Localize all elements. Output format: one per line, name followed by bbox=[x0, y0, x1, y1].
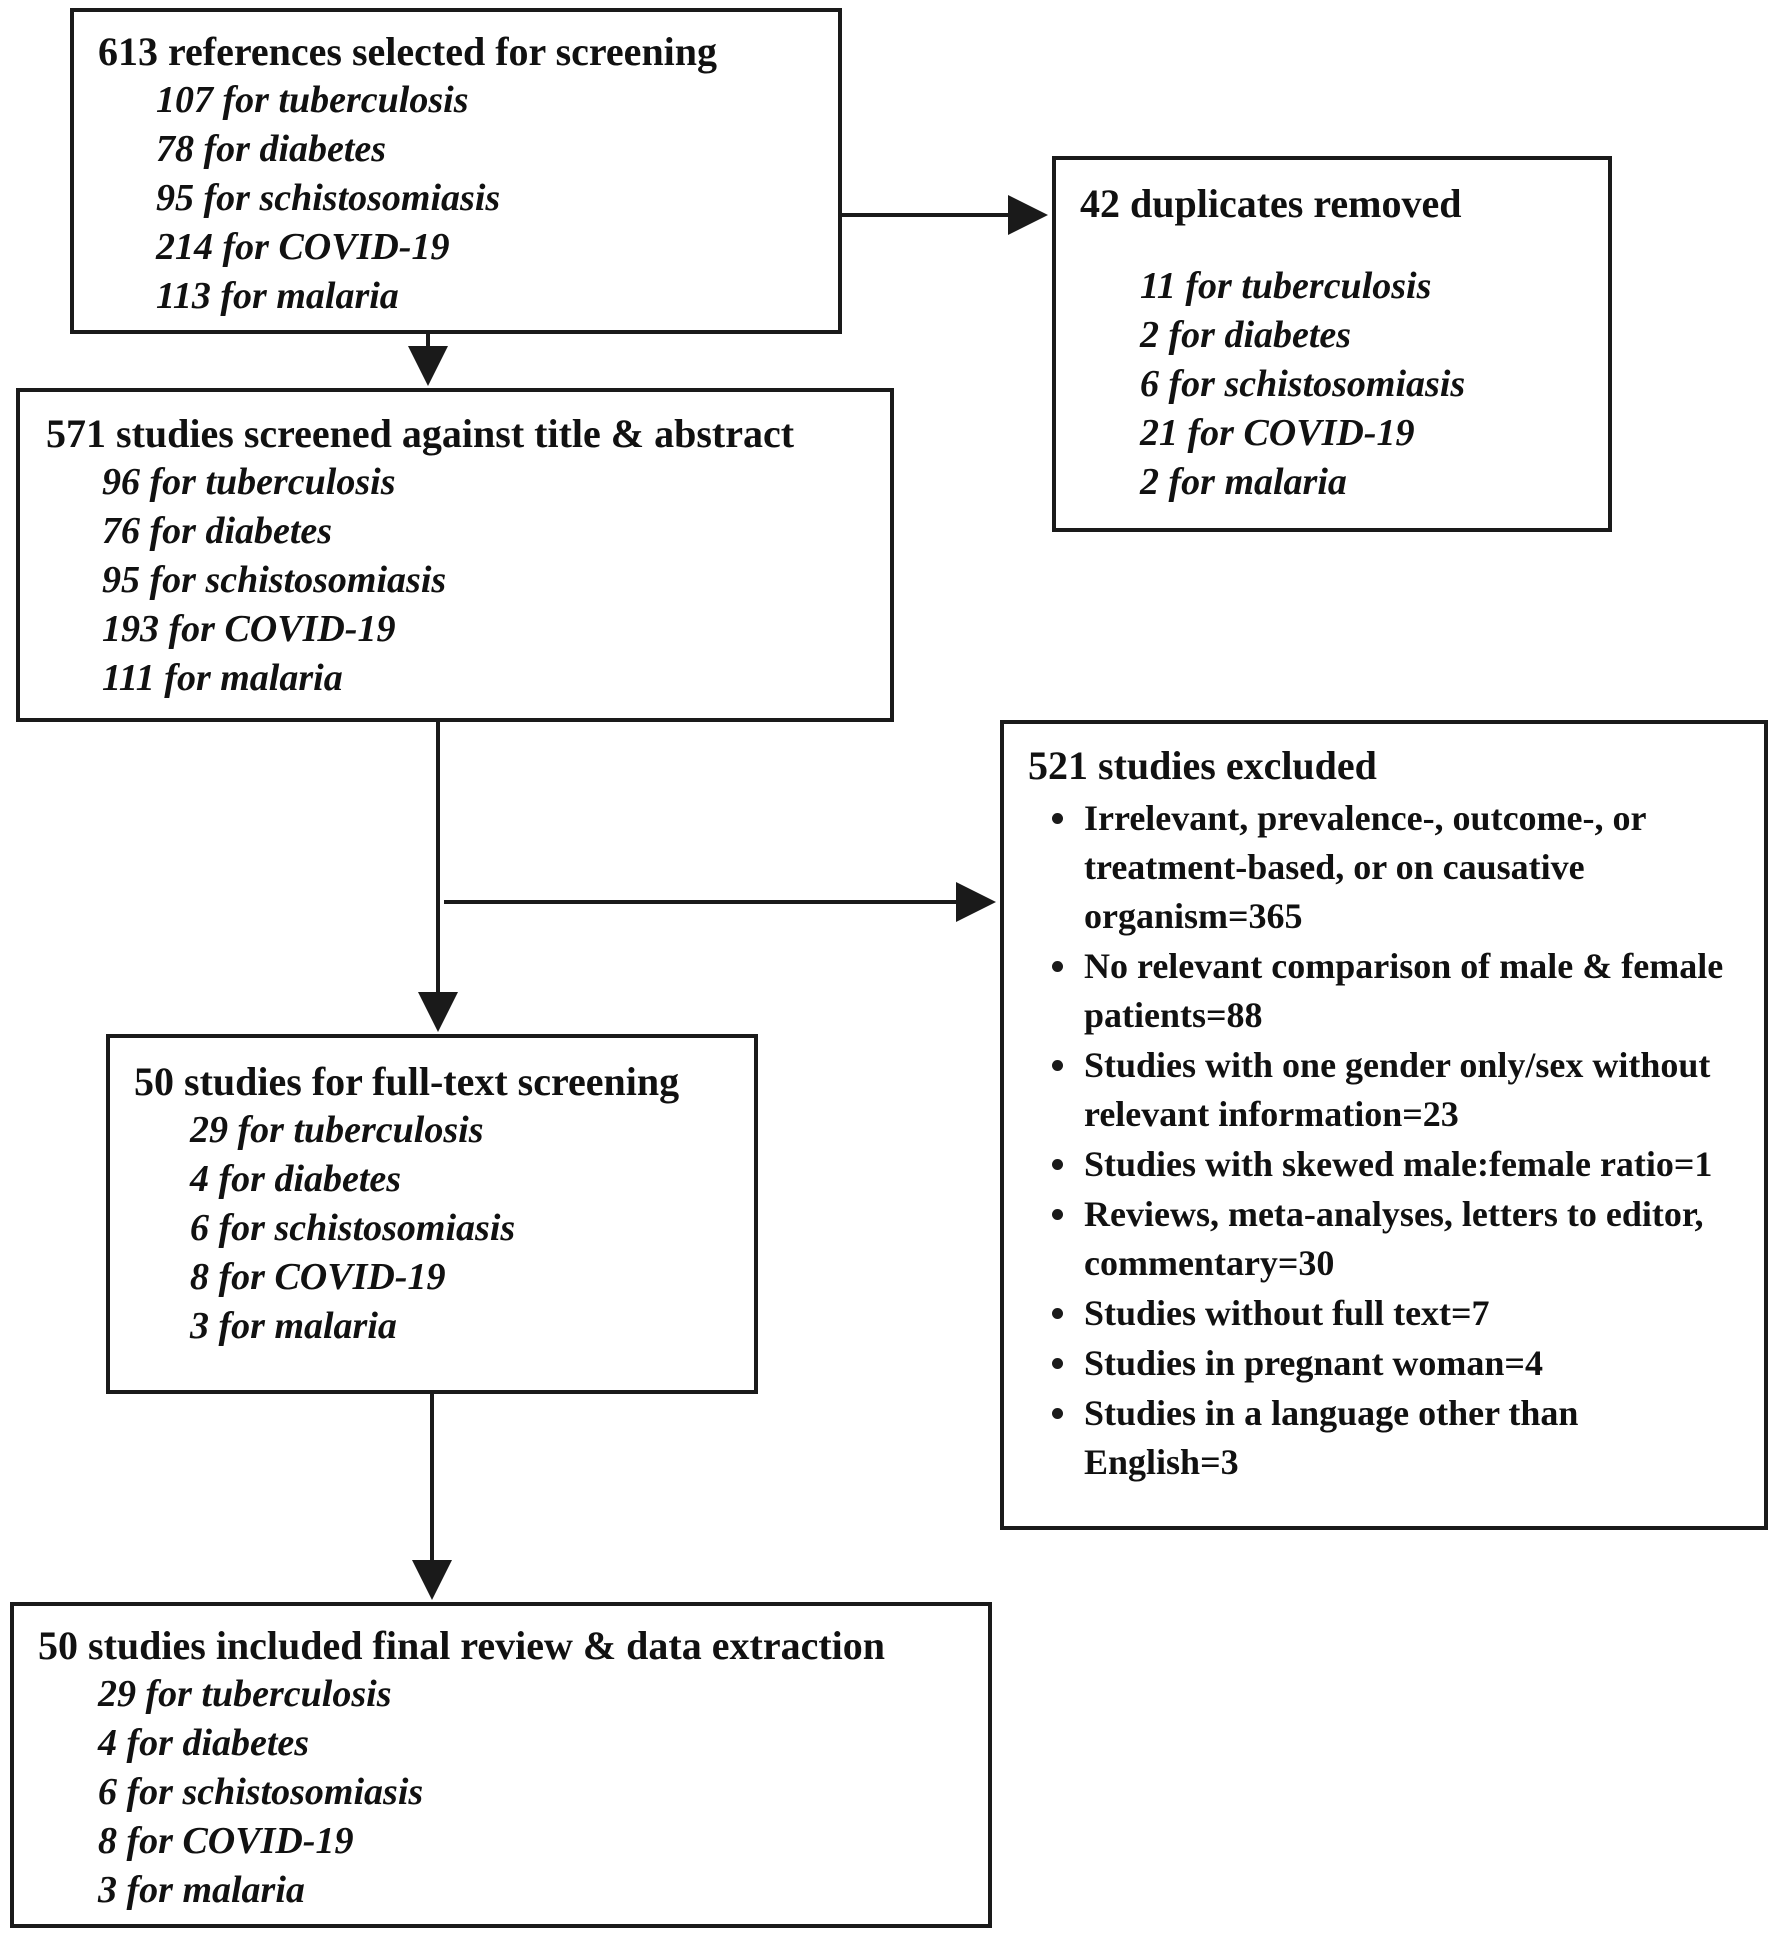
bullet-icon bbox=[1052, 1209, 1063, 1220]
included-line-malaria: 3 for malaria bbox=[98, 1869, 305, 1911]
bullet-icon bbox=[1052, 813, 1063, 824]
references-line-covid: 214 for COVID-19 bbox=[156, 226, 450, 268]
references-line-diabetes: 78 for diabetes bbox=[156, 128, 387, 170]
excluded-box: 521 studies excluded Irrelevant, prevale… bbox=[1000, 720, 1768, 1530]
references-line-schistosomiasis: 95 for schistosomiasis bbox=[156, 177, 501, 219]
references-box: 613 references selected for screening 10… bbox=[70, 8, 842, 334]
duplicates-box: 42 duplicates removed 11 for tuberculosi… bbox=[1052, 156, 1612, 532]
excluded-reason-text: Studies with skewed male:female ratio=1 bbox=[1084, 1144, 1713, 1184]
excluded-reason-language: Studies in a language other than English… bbox=[1028, 1389, 1730, 1487]
excluded-reason-irrelevant: Irrelevant, prevalence-, outcome-, or tr… bbox=[1028, 794, 1730, 941]
references-line-malaria: 113 for malaria bbox=[156, 275, 399, 317]
screened-line-malaria: 111 for malaria bbox=[102, 657, 343, 699]
screened-title: 571 studies screened against title & abs… bbox=[46, 411, 795, 456]
excluded-reason-text: Studies without full text=7 bbox=[1084, 1293, 1490, 1333]
fulltext-line-diabetes: 4 for diabetes bbox=[190, 1158, 402, 1200]
screened-line-schistosomiasis: 95 for schistosomiasis bbox=[102, 559, 447, 601]
fulltext-line-schistosomiasis: 6 for schistosomiasis bbox=[190, 1207, 516, 1249]
duplicates-line-diabetes: 2 for diabetes bbox=[1140, 314, 1352, 356]
bullet-icon bbox=[1052, 1358, 1063, 1369]
screened-line-covid: 193 for COVID-19 bbox=[102, 608, 396, 650]
bullet-icon bbox=[1052, 1308, 1063, 1319]
included-breakdown: 29 for tuberculosis 4 for diabetes 6 for… bbox=[38, 1670, 988, 1915]
excluded-reason-no-full-text: Studies without full text=7 bbox=[1028, 1289, 1730, 1338]
excluded-reason-one-gender: Studies with one gender only/sex without… bbox=[1028, 1041, 1730, 1139]
duplicates-line-covid: 21 for COVID-19 bbox=[1140, 412, 1415, 454]
included-line-covid: 8 for COVID-19 bbox=[98, 1820, 354, 1862]
duplicates-line-schistosomiasis: 6 for schistosomiasis bbox=[1140, 363, 1466, 405]
excluded-reason-text: Irrelevant, prevalence-, outcome-, or tr… bbox=[1084, 798, 1646, 936]
screened-line-diabetes: 76 for diabetes bbox=[102, 510, 333, 552]
fulltext-breakdown: 29 for tuberculosis 4 for diabetes 6 for… bbox=[134, 1106, 754, 1351]
excluded-title: 521 studies excluded bbox=[1028, 743, 1377, 788]
included-title: 50 studies included final review & data … bbox=[38, 1623, 886, 1668]
excluded-reason-skewed-ratio: Studies with skewed male:female ratio=1 bbox=[1028, 1140, 1730, 1189]
references-title: 613 references selected for screening bbox=[98, 29, 718, 74]
screened-box: 571 studies screened against title & abs… bbox=[16, 388, 894, 722]
excluded-reason-text: Studies in pregnant woman=4 bbox=[1084, 1343, 1543, 1383]
excluded-reason-reviews: Reviews, meta-analyses, letters to edito… bbox=[1028, 1190, 1730, 1288]
excluded-reason-no-comparison: No relevant comparison of male & female … bbox=[1028, 942, 1730, 1040]
duplicates-breakdown: 11 for tuberculosis 2 for diabetes 6 for… bbox=[1080, 262, 1608, 507]
bullet-icon bbox=[1052, 1060, 1063, 1071]
references-line-tuberculosis: 107 for tuberculosis bbox=[156, 79, 469, 121]
bullet-icon bbox=[1052, 1159, 1063, 1170]
fulltext-line-tuberculosis: 29 for tuberculosis bbox=[190, 1109, 484, 1151]
screened-line-tuberculosis: 96 for tuberculosis bbox=[102, 461, 396, 503]
included-box: 50 studies included final review & data … bbox=[10, 1602, 992, 1928]
included-line-diabetes: 4 for diabetes bbox=[98, 1722, 310, 1764]
references-breakdown: 107 for tuberculosis 78 for diabetes 95 … bbox=[98, 76, 838, 321]
duplicates-line-malaria: 2 for malaria bbox=[1140, 461, 1347, 503]
excluded-reason-text: Studies with one gender only/sex without… bbox=[1084, 1045, 1711, 1134]
excluded-reason-pregnant: Studies in pregnant woman=4 bbox=[1028, 1339, 1730, 1388]
fulltext-line-malaria: 3 for malaria bbox=[190, 1305, 397, 1347]
duplicates-title: 42 duplicates removed bbox=[1080, 181, 1462, 226]
fulltext-line-covid: 8 for COVID-19 bbox=[190, 1256, 446, 1298]
included-line-schistosomiasis: 6 for schistosomiasis bbox=[98, 1771, 424, 1813]
excluded-reason-text: Reviews, meta-analyses, letters to edito… bbox=[1084, 1194, 1704, 1283]
bullet-icon bbox=[1052, 961, 1063, 972]
fulltext-box: 50 studies for full-text screening 29 fo… bbox=[106, 1034, 758, 1394]
bullet-icon bbox=[1052, 1408, 1063, 1419]
included-line-tuberculosis: 29 for tuberculosis bbox=[98, 1673, 392, 1715]
screened-breakdown: 96 for tuberculosis 76 for diabetes 95 f… bbox=[46, 458, 890, 703]
fulltext-title: 50 studies for full-text screening bbox=[134, 1059, 680, 1104]
excluded-reason-text: No relevant comparison of male & female … bbox=[1084, 946, 1724, 1035]
excluded-reasons: Irrelevant, prevalence-, outcome-, or tr… bbox=[1028, 794, 1740, 1487]
duplicates-line-tuberculosis: 11 for tuberculosis bbox=[1140, 265, 1432, 307]
excluded-reason-text: Studies in a language other than English… bbox=[1084, 1393, 1579, 1482]
